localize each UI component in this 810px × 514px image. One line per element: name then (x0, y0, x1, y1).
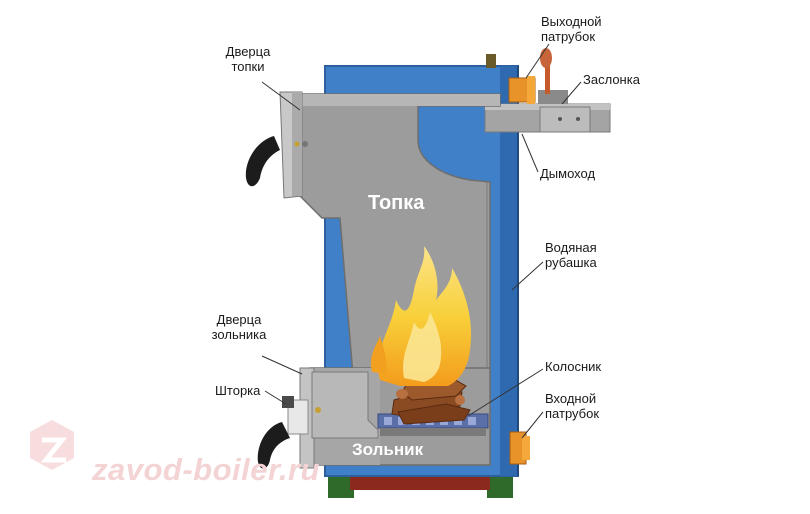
watermark-logo-icon (30, 420, 74, 470)
ashpit-label: Зольник (352, 440, 424, 459)
label-inlet-pipe-line1: Входной (545, 391, 597, 406)
label-firebox-door-line2: топки (231, 59, 265, 74)
damper-handle (538, 48, 568, 104)
label-ash-door: Дверца зольника (204, 312, 274, 342)
inlet-pipe (509, 431, 530, 465)
firebox-label: Топка (368, 192, 425, 214)
label-water-jacket-line2: рубашка (545, 255, 597, 270)
label-water-jacket: Водяная рубашка (545, 240, 597, 270)
label-inlet-pipe: Входной патрубок (545, 391, 599, 421)
label-chimney: Дымоход (540, 166, 596, 181)
shutter (282, 396, 309, 435)
firebox-door-handle-icon (245, 136, 280, 187)
label-inlet-pipe-line2: патрубок (545, 406, 600, 421)
label-damper: Заслонка (583, 72, 640, 87)
label-firebox-door: Дверца топки (213, 44, 283, 74)
leader-lines (261, 43, 582, 439)
label-grate: Колосник (545, 359, 602, 374)
watermark-text: zavod-boiler.ru (92, 452, 320, 487)
label-shutter: Шторка (215, 383, 261, 398)
label-water-jacket-line1: Водяная (545, 240, 597, 255)
outlet-pipe (486, 54, 536, 104)
label-ash-door-line2: зольника (211, 327, 267, 342)
label-ash-door-line1: Дверца (216, 312, 262, 327)
chimney-pipe (484, 103, 611, 133)
label-outlet-pipe-line1: Выходной (541, 14, 602, 29)
firebox-door (279, 91, 308, 199)
label-firebox-door-line1: Дверца (225, 44, 271, 59)
fire-flame (370, 246, 472, 386)
label-outlet-pipe: Выходной патрубок (541, 14, 602, 44)
label-outlet-pipe-line2: патрубок (541, 29, 596, 44)
ashpit-door-handle-icon (257, 422, 290, 469)
